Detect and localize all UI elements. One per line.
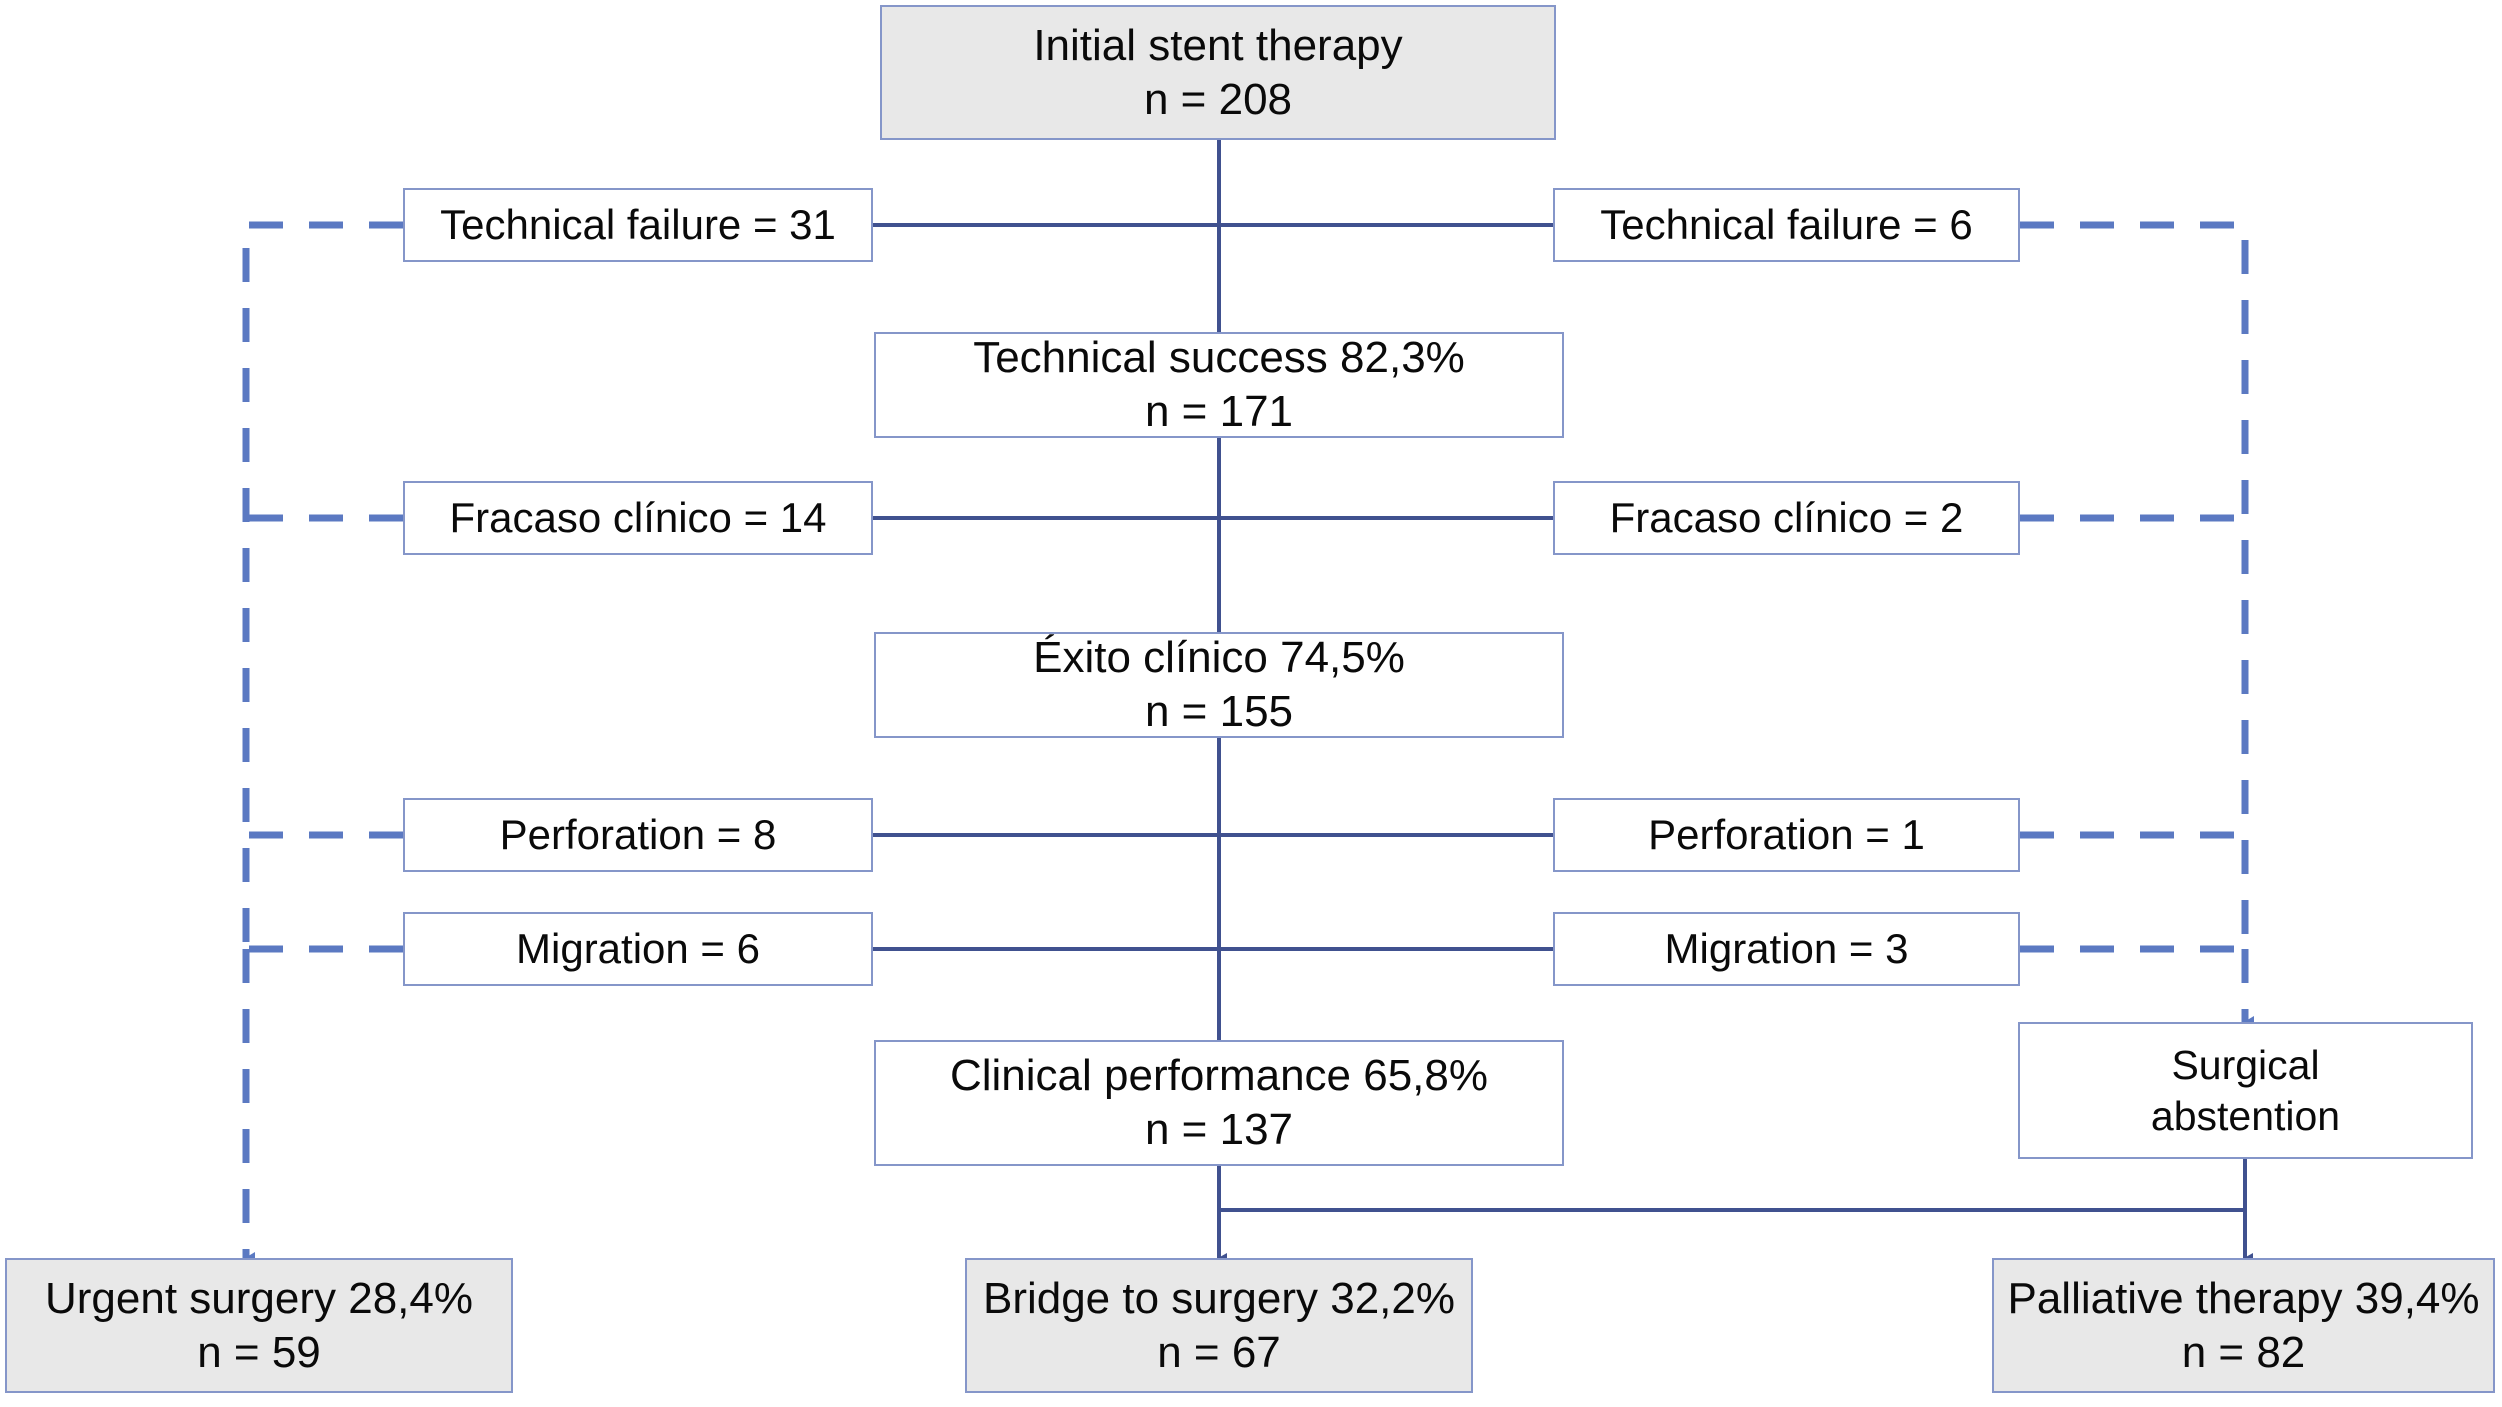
bottom-arrows bbox=[1217, 1210, 2253, 1263]
node-technical-failure-left: Technical failure = 31 bbox=[403, 188, 873, 262]
node-surgical-abstention: Surgical abstention bbox=[2018, 1022, 2473, 1159]
node-line-2: abstention bbox=[2150, 1092, 2341, 1139]
node-exito-clinico: Éxito clínico 74,5% n = 155 bbox=[874, 632, 1564, 738]
node-line-1: Éxito clínico 74,5% bbox=[1033, 633, 1405, 683]
node-line-1: Urgent surgery 28,4% bbox=[45, 1273, 473, 1323]
node-line-1: Clinical performance 65,8% bbox=[949, 1051, 1489, 1101]
node-line-1: Technical failure = 31 bbox=[440, 201, 836, 249]
node-fracaso-clinico-left: Fracaso clínico = 14 bbox=[403, 481, 873, 555]
bottom-distribution bbox=[1217, 1159, 2247, 1212]
node-urgent-surgery: Urgent surgery 28,4% n = 59 bbox=[5, 1258, 513, 1393]
node-line-1: Initial stent therapy bbox=[1033, 20, 1403, 70]
node-line-1: Technical success 82,3% bbox=[973, 333, 1465, 383]
node-line-2: n = 137 bbox=[1144, 1105, 1294, 1154]
node-line-1: Fracaso clínico = 14 bbox=[449, 494, 827, 542]
node-technical-failure-right: Technical failure = 6 bbox=[1553, 188, 2020, 262]
node-migration-left: Migration = 6 bbox=[403, 912, 873, 986]
node-technical-success: Technical success 82,3% n = 171 bbox=[874, 332, 1564, 438]
node-line-2: n = 82 bbox=[2181, 1327, 2306, 1377]
node-line-1: Migration = 3 bbox=[1664, 925, 1909, 973]
node-migration-right: Migration = 3 bbox=[1553, 912, 2020, 986]
node-perforation-left: Perforation = 8 bbox=[403, 798, 873, 872]
node-line-1: Bridge to surgery 32,2% bbox=[982, 1273, 1456, 1323]
node-line-1: Perforation = 8 bbox=[499, 811, 777, 859]
node-clinical-performance: Clinical performance 65,8% n = 137 bbox=[874, 1040, 1564, 1166]
node-line-1: Palliative therapy 39,4% bbox=[2007, 1273, 2480, 1323]
node-line-1: Migration = 6 bbox=[516, 925, 760, 973]
node-initial-stent-therapy: Initial stent therapy n = 208 bbox=[880, 5, 1556, 140]
node-line-2: n = 171 bbox=[1144, 387, 1294, 436]
node-line-1: Perforation = 1 bbox=[1648, 811, 1925, 859]
node-line-2: n = 59 bbox=[197, 1327, 321, 1377]
node-bridge-to-surgery: Bridge to surgery 32,2% n = 67 bbox=[965, 1258, 1473, 1393]
node-line-1: Fracaso clínico = 2 bbox=[1609, 494, 1964, 542]
node-line-2: n = 67 bbox=[1157, 1327, 1281, 1377]
node-perforation-right: Perforation = 1 bbox=[1553, 798, 2020, 872]
left-dashed-collector bbox=[242, 221, 403, 953]
node-line-1: Surgical bbox=[2171, 1042, 2320, 1089]
node-fracaso-clinico-right: Fracaso clínico = 2 bbox=[1553, 481, 2020, 555]
node-line-2: n = 155 bbox=[1144, 687, 1294, 736]
node-line-1: Technical failure = 6 bbox=[1600, 201, 1973, 249]
node-line-2: n = 208 bbox=[1143, 74, 1293, 124]
right-dashed-collector bbox=[2020, 221, 2249, 953]
node-palliative-therapy: Palliative therapy 39,4% n = 82 bbox=[1992, 1258, 2495, 1393]
